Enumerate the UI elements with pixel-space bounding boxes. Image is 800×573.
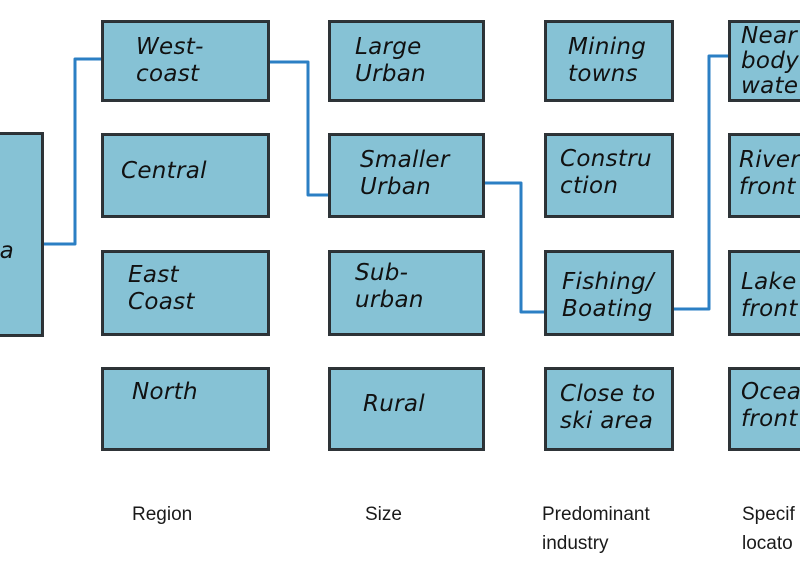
node-riverfront-label: River- front <box>739 147 800 200</box>
node-east-coast-label: East Coast <box>128 262 195 315</box>
node-smaller-urban-label: Smaller Urban <box>360 147 450 200</box>
node-close-to-ski-area-label: Close to ski area <box>560 381 656 434</box>
node-construction-label: Constru ction <box>560 146 652 199</box>
node-lakefront-label: Lake front <box>741 269 798 322</box>
node-smaller-urban[interactable]: Smaller Urban <box>328 133 485 218</box>
node-west-coast[interactable]: West- coast <box>101 20 270 102</box>
node-fishing-boating-label: Fishing/ Boating <box>562 269 654 322</box>
node-large-urban[interactable]: Large Urban <box>328 20 485 102</box>
connector-west-coast-to-smaller-urban <box>270 60 328 197</box>
node-close-to-ski-area[interactable]: Close to ski area <box>544 367 674 451</box>
column-label-locator: Specif locato <box>742 504 795 554</box>
node-mining-towns-label: Mining towns <box>568 34 647 87</box>
node-rural-label: Rural <box>363 391 425 417</box>
node-suburban-label: Sub- urban <box>355 260 424 313</box>
node-oceanfront[interactable]: Ocea front <box>728 367 800 451</box>
node-north[interactable]: North <box>101 367 270 451</box>
connector-root-to-west-coast <box>44 57 101 246</box>
node-rural[interactable]: Rural <box>328 367 485 451</box>
column-label-size: Size <box>365 504 402 525</box>
node-suburban[interactable]: Sub- urban <box>328 250 485 336</box>
column-label-industry: Predominant industry <box>542 504 650 554</box>
node-north-label: North <box>132 379 198 405</box>
connector-smaller-urban-to-fishing <box>485 181 544 314</box>
node-west-coast-label: West- coast <box>136 34 204 87</box>
node-construction[interactable]: Constru ction <box>544 133 674 218</box>
node-central-label: Central <box>121 158 207 184</box>
node-central[interactable]: Central <box>101 133 270 218</box>
column-label-region: Region <box>132 504 193 525</box>
node-lakefront[interactable]: Lake front <box>728 250 800 336</box>
node-near-body-of-water-label: Near body wate <box>741 23 800 99</box>
node-east-coast[interactable]: East Coast <box>101 250 270 336</box>
root-node[interactable]: ica <box>0 132 44 337</box>
node-near-body-of-water[interactable]: Near body wate <box>728 20 800 102</box>
node-fishing-boating[interactable]: Fishing/ Boating <box>544 250 674 336</box>
node-oceanfront-label: Ocea front <box>741 379 800 432</box>
connector-fishing-to-near-water <box>674 54 728 311</box>
root-node-label: ica <box>0 238 15 264</box>
node-large-urban-label: Large Urban <box>355 34 427 87</box>
node-riverfront[interactable]: River- front <box>728 133 800 218</box>
node-mining-towns[interactable]: Mining towns <box>544 20 674 102</box>
